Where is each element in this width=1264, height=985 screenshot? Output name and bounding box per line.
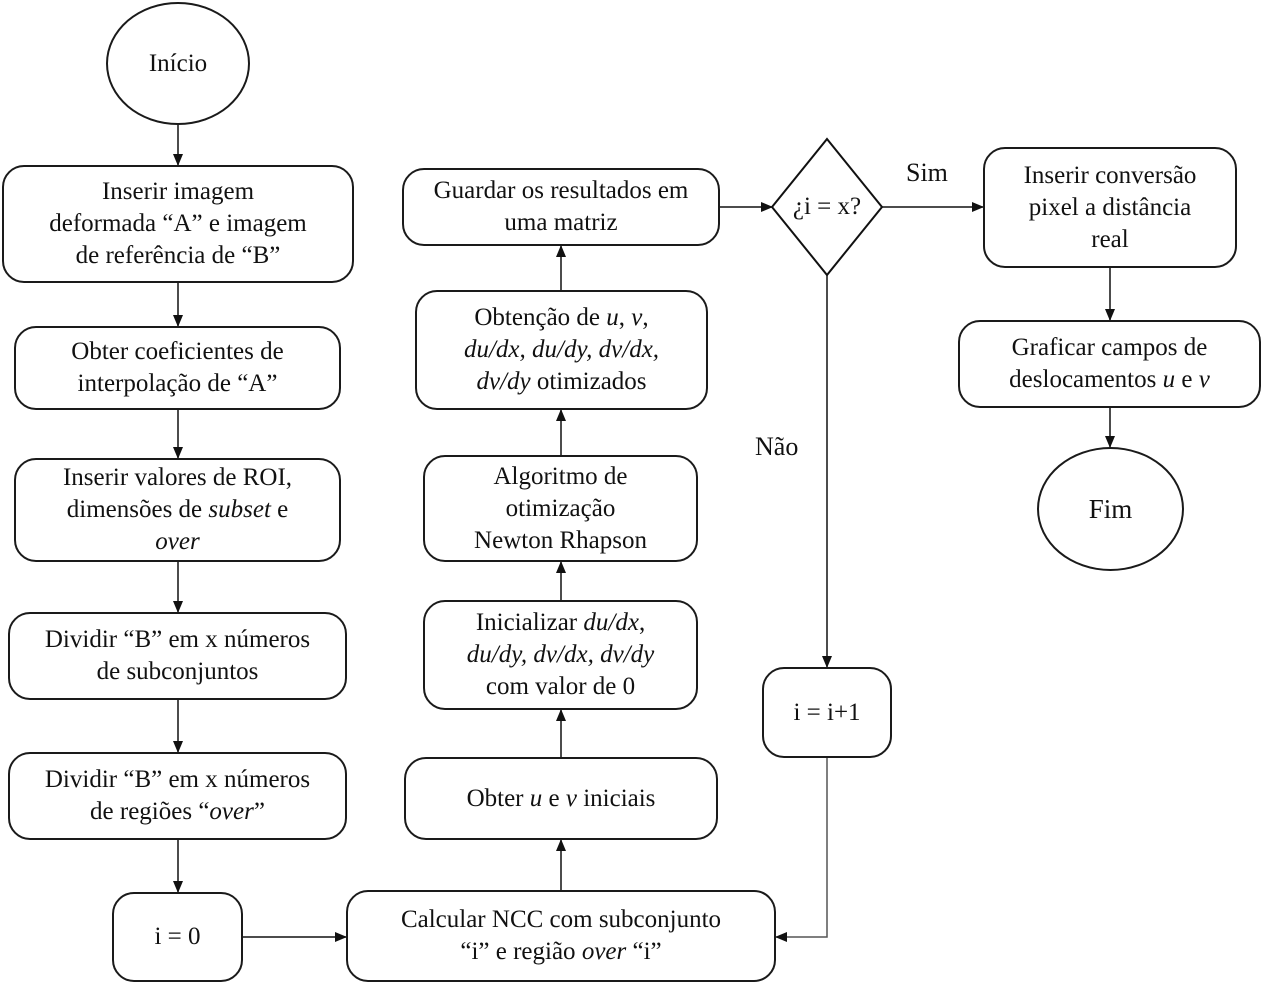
i-zero-node: i = 0	[112, 892, 243, 982]
algorithm-line-1: Algoritmo de	[493, 462, 628, 490]
edge-label-yes: Sim	[906, 158, 948, 187]
ncc-node: Calcular NCC com subconjunto “i” e regiã…	[346, 890, 776, 982]
start-node: Início	[106, 2, 250, 125]
insert-images-line-3: de referência de “B”	[75, 242, 281, 269]
obtain-line-1-c: ,	[618, 304, 632, 331]
divide-over-line-2-c: ”	[253, 798, 265, 825]
roi-line-2-a: dimensões de	[66, 496, 209, 523]
save-line-2: uma matriz	[504, 209, 618, 236]
start-label: Início	[148, 49, 208, 77]
plot-node: Graficar campos de deslocamentos u e v	[958, 320, 1261, 408]
conversion-line-2: pixel a distância	[1028, 193, 1192, 221]
roi-line-1: Inserir valores de ROI,	[62, 464, 293, 491]
end-label: Fim	[1088, 494, 1133, 524]
divide-over-node: Dividir “B” em x números de regiões “ove…	[8, 752, 347, 840]
algorithm-line-2: otimização	[505, 494, 616, 522]
obtain-line-3: dv/dy otimizados	[476, 366, 646, 398]
initial-uv-v: v	[565, 784, 577, 812]
end-node: Fim	[1037, 447, 1184, 571]
initial-uv-line: Obter u e v iniciais	[467, 783, 656, 815]
save-node: Guardar os resultados em uma matriz	[402, 168, 720, 246]
plot-line-2: deslocamentos u e v	[1009, 364, 1210, 396]
ncc-line-1: Calcular NCC com subconjunto	[400, 906, 722, 933]
obtain-line-1-v: v	[631, 304, 643, 331]
init-derivs-line-2: du/dy, dv/dx, dv/dy	[466, 641, 655, 668]
insert-images-line-2: deformada “A” e imagem	[49, 210, 307, 237]
insert-images-node: Inserir imagem deformada “A” e imagem de…	[2, 165, 354, 283]
initial-uv-c: e	[542, 784, 566, 812]
algorithm-node: Algoritmo de otimização Newton Rhapson	[423, 455, 698, 562]
initial-uv-u: u	[529, 784, 543, 812]
divide-subsets-line-2: de subconjuntos	[96, 658, 259, 685]
obtain-node: Obtenção de u, v, du/dx, du/dy, dv/dx, d…	[415, 290, 708, 410]
decision-diamond	[770, 137, 884, 277]
init-derivs-line-1-a: Inicializar	[475, 609, 584, 636]
insert-images-line-1: Inserir imagem	[101, 178, 255, 205]
interp-coeffs-node: Obter coeficientes de interpolação de “A…	[14, 326, 341, 410]
init-derivs-line-1: Inicializar du/dx,	[476, 607, 645, 639]
init-derivs-line-1-c: ,	[638, 609, 646, 636]
obtain-line-2: du/dx, du/dy, dv/dx,	[463, 336, 660, 363]
obtain-line-3-b: otimizados	[530, 368, 647, 395]
ncc-line-2: “i” e região over “i”	[460, 936, 661, 968]
divide-subsets-line-1: Dividir “B” em x números	[44, 626, 311, 653]
conversion-node: Inserir conversão pixel a distância real	[983, 147, 1237, 268]
i-zero-label: i = 0	[154, 923, 201, 950]
ncc-line-2-c: “i”	[626, 938, 662, 965]
obtain-line-1-a: Obtenção de	[474, 304, 607, 331]
obtain-line-1-u: u	[606, 304, 619, 331]
increment-label: i = i+1	[793, 698, 861, 726]
divide-over-line-2-over: over	[209, 798, 254, 825]
init-derivs-line-3: com valor de 0	[485, 673, 636, 700]
ncc-line-2-a: “i” e região	[460, 938, 582, 965]
roi-line-3: over	[155, 528, 200, 555]
conversion-line-3: real	[1091, 225, 1129, 253]
plot-line-2-u: u	[1162, 366, 1176, 393]
roi-node: Inserir valores de ROI, dimensões de sub…	[14, 458, 341, 562]
init-derivs-node: Inicializar du/dx, du/dy, dv/dx, dv/dy c…	[423, 600, 698, 710]
divide-subsets-node: Dividir “B” em x números de subconjuntos	[8, 612, 347, 700]
plot-line-2-a: deslocamentos	[1009, 366, 1163, 393]
roi-line-2: dimensões de subset e	[67, 494, 289, 526]
obtain-line-3-dvdy: dv/dy	[476, 368, 531, 395]
init-derivs-line-1-dudx: du/dx	[583, 609, 639, 636]
initial-uv-e: iniciais	[576, 784, 656, 812]
roi-line-2-c: e	[270, 496, 289, 523]
divide-over-line-1: Dividir “B” em x números	[44, 766, 311, 793]
interp-coeffs-line-2: interpolação de “A”	[77, 370, 278, 397]
obtain-line-1: Obtenção de u, v,	[474, 302, 648, 334]
initial-uv-a: Obter	[466, 784, 530, 812]
plot-line-2-v: v	[1198, 366, 1210, 393]
initial-uv-node: Obter u e v iniciais	[404, 757, 718, 840]
plot-line-1: Graficar campos de	[1011, 334, 1208, 361]
interp-coeffs-line-1: Obter coeficientes de	[71, 338, 284, 365]
divide-over-line-2: de regiões “over”	[90, 796, 265, 828]
roi-line-2-subset: subset	[208, 496, 271, 523]
save-line-1: Guardar os resultados em	[433, 177, 689, 204]
edge-increment-to-ncc	[775, 758, 828, 942]
decision-label: ¿i = x?	[792, 193, 862, 220]
edge-label-no: Não	[755, 432, 799, 461]
ncc-line-2-over: over	[581, 938, 627, 965]
conversion-line-1: Inserir conversão	[1023, 161, 1197, 189]
algorithm-line-3: Newton Rhapson	[474, 526, 647, 554]
divide-over-line-2-a: de regiões “	[90, 798, 210, 825]
plot-line-2-c: e	[1175, 366, 1199, 393]
obtain-line-1-e: ,	[642, 304, 649, 331]
increment-node: i = i+1	[762, 667, 892, 758]
